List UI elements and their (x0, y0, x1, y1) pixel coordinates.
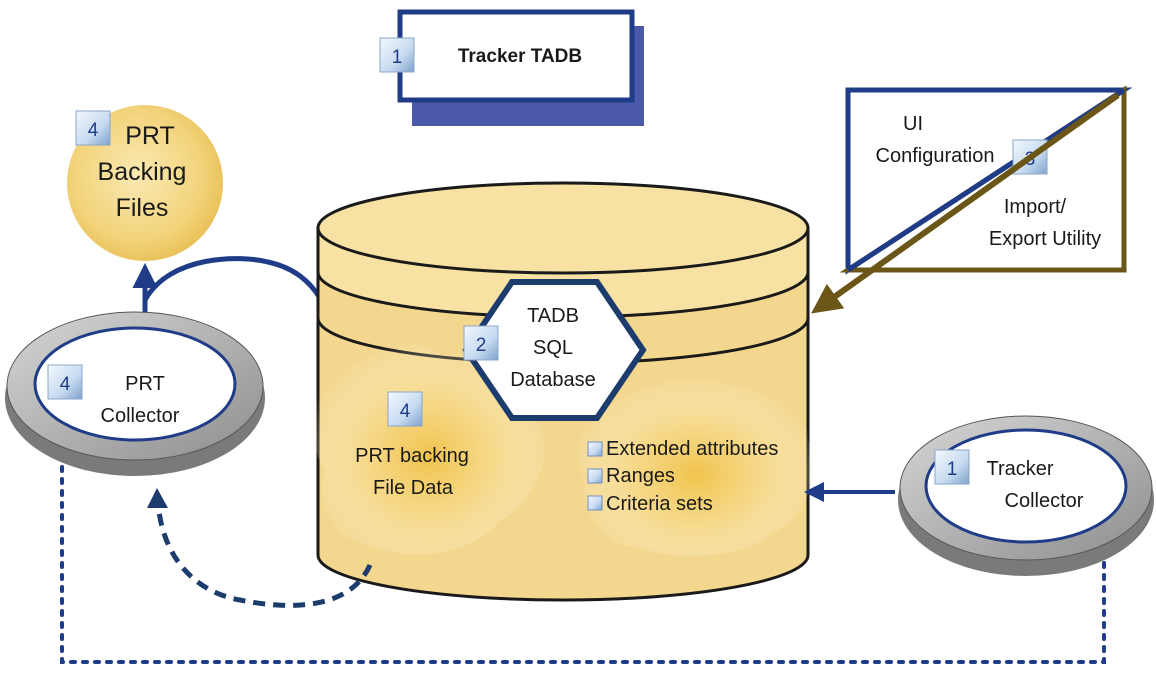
config-item-extended-attributes: Extended attributes (587, 438, 778, 460)
badge-icon: 4 (75, 110, 111, 146)
svg-text:1: 1 (392, 47, 403, 68)
svg-text:4: 4 (88, 120, 99, 141)
tracker-collector-line-2: Collector (1005, 490, 1084, 512)
svg-text:Extended attributes: Extended attributes (606, 438, 778, 460)
svg-text:4: 4 (60, 374, 71, 395)
prt-backing-files-line-1: PRT (125, 122, 175, 150)
utility-to-database-arrow (811, 92, 1120, 314)
tadb-sql-line-1: TADB (527, 305, 579, 327)
prt-backing-files-circle: 4 PRT Backing Files (67, 105, 223, 261)
svg-text:Ranges: Ranges (606, 465, 675, 487)
tracker-tadb-box: 1 Tracker TADB (379, 9, 644, 126)
badge-icon: 4 (47, 364, 83, 400)
config-item-criteria-sets: Criteria sets (587, 493, 713, 515)
prt-backing-data-line-2: File Data (373, 477, 454, 499)
bullet-icon (587, 468, 603, 484)
svg-text:Criteria sets: Criteria sets (606, 493, 713, 515)
prt-backing-files-line-2: Backing (98, 158, 187, 186)
badge-icon: 1 (934, 449, 970, 485)
svg-text:2: 2 (476, 335, 487, 356)
prt-data-to-collector-dashed-arrow (147, 488, 373, 608)
badge-icon: 4 (387, 391, 423, 427)
badge-icon: 2 (463, 325, 499, 361)
config-items-cloud: Extended attributes Ranges Criteria sets (578, 375, 815, 556)
prt-collector-line-1: PRT (125, 373, 165, 395)
prt-backing-data-line-1: PRT backing (355, 445, 469, 467)
ui-config-line-1: UI (903, 113, 923, 135)
prt-backing-files-line-3: Files (116, 194, 169, 222)
prt-collector-line-2: Collector (101, 405, 180, 427)
import-export-line-2: Export Utility (989, 228, 1101, 250)
svg-text:4: 4 (400, 401, 411, 422)
bullet-icon (587, 441, 603, 457)
ui-config-import-export-box: UI Configuration 3 Import/ Export Utilit… (839, 85, 1133, 275)
config-item-ranges: Ranges (587, 465, 675, 487)
bullet-icon (587, 495, 603, 511)
tadb-sql-line-2: SQL (533, 337, 573, 359)
tadb-sql-line-3: Database (510, 369, 596, 391)
tadb-sql-hexagon: 2 TADB SQL Database (462, 279, 647, 421)
prt-collector-ring: 4 PRT Collector (5, 311, 265, 476)
badge-icon: 1 (379, 37, 415, 73)
tracker-collector-line-1: Tracker (986, 458, 1053, 480)
ui-config-line-2: Configuration (876, 145, 995, 167)
import-export-line-1: Import/ (1004, 196, 1067, 218)
prt-backing-data-cloud: 4 PRT backing File Data (312, 338, 545, 555)
tracker-tadb-label: Tracker TADB (458, 46, 582, 67)
svg-text:1: 1 (947, 459, 958, 480)
tracker-collector-ring: 1 Tracker Collector (898, 415, 1154, 576)
